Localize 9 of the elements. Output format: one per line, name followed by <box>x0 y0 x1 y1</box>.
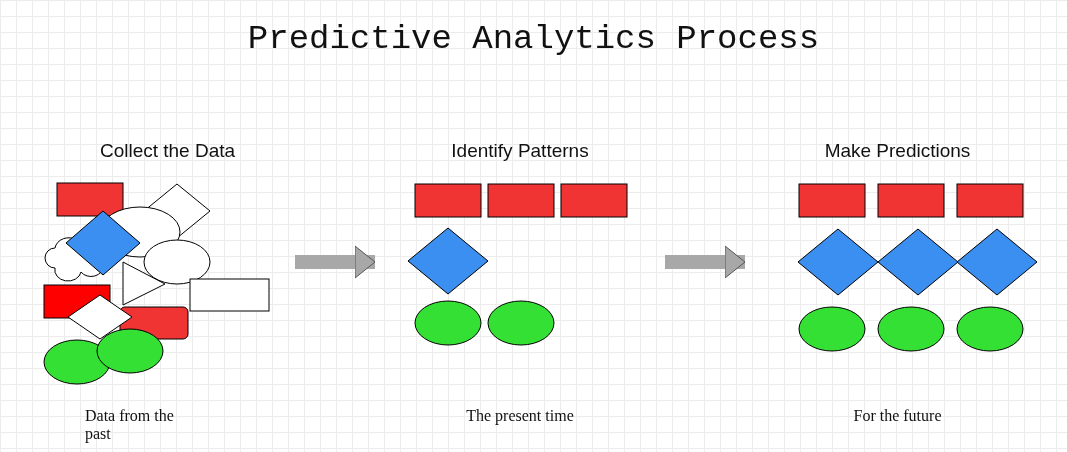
stage-caption: The present time <box>465 407 575 425</box>
arrow <box>295 245 376 279</box>
arrow <box>665 245 746 279</box>
stage-caption: Data from the past <box>85 407 175 443</box>
diagram-title: Predictive Analytics Process <box>246 20 821 58</box>
stage-heading: Make Predictions <box>823 140 972 162</box>
stage-caption: For the future <box>852 407 943 425</box>
stage-heading: Identify Patterns <box>450 140 590 162</box>
stage-heading: Collect the Data <box>98 140 237 162</box>
